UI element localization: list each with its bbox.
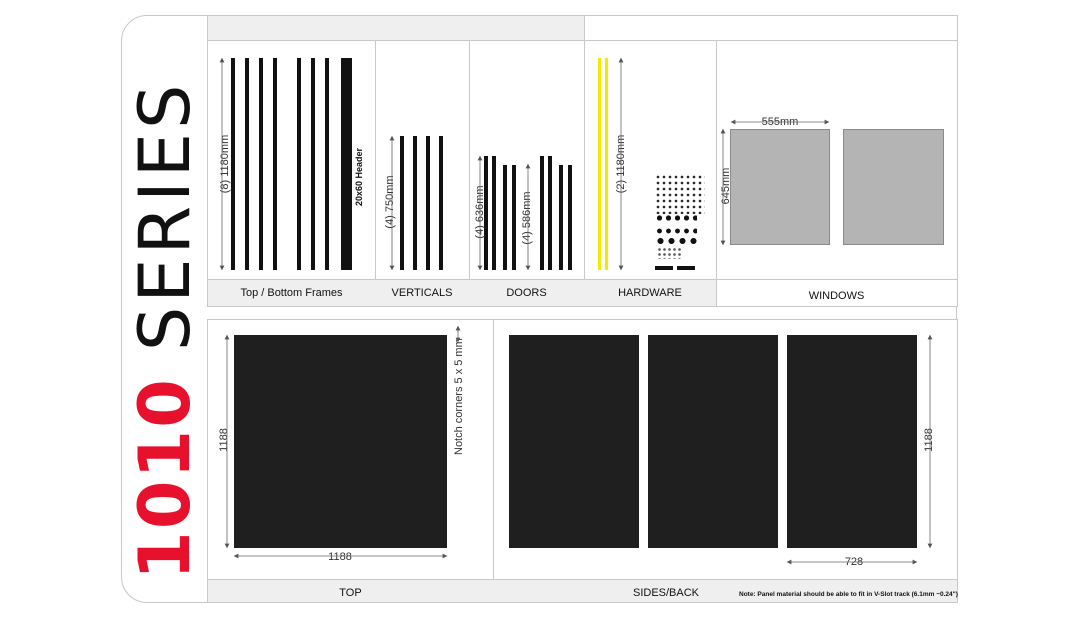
doors-label: DOORS: [506, 287, 547, 299]
verticals-label: VERTICALS: [391, 287, 453, 299]
panel-material-note: Note: Panel material should be able to f…: [739, 591, 958, 598]
frames-label: Top / Bottom Frames: [240, 287, 343, 299]
window-pane-left: [730, 129, 830, 245]
header-bar: [341, 58, 352, 270]
windows-label: WINDOWS: [808, 290, 865, 302]
top-label: TOP: [339, 587, 362, 599]
parts-panel: [207, 15, 958, 307]
side-panel-2: [648, 335, 778, 548]
back-panel: [787, 335, 917, 548]
side-panel-1: [509, 335, 639, 548]
window-pane-right: [843, 129, 944, 245]
header-strip: [208, 16, 584, 40]
top-panel-sheet: [234, 335, 447, 548]
sides-label: SIDES/BACK: [632, 587, 700, 599]
hardware-label: HARDWARE: [618, 287, 682, 299]
